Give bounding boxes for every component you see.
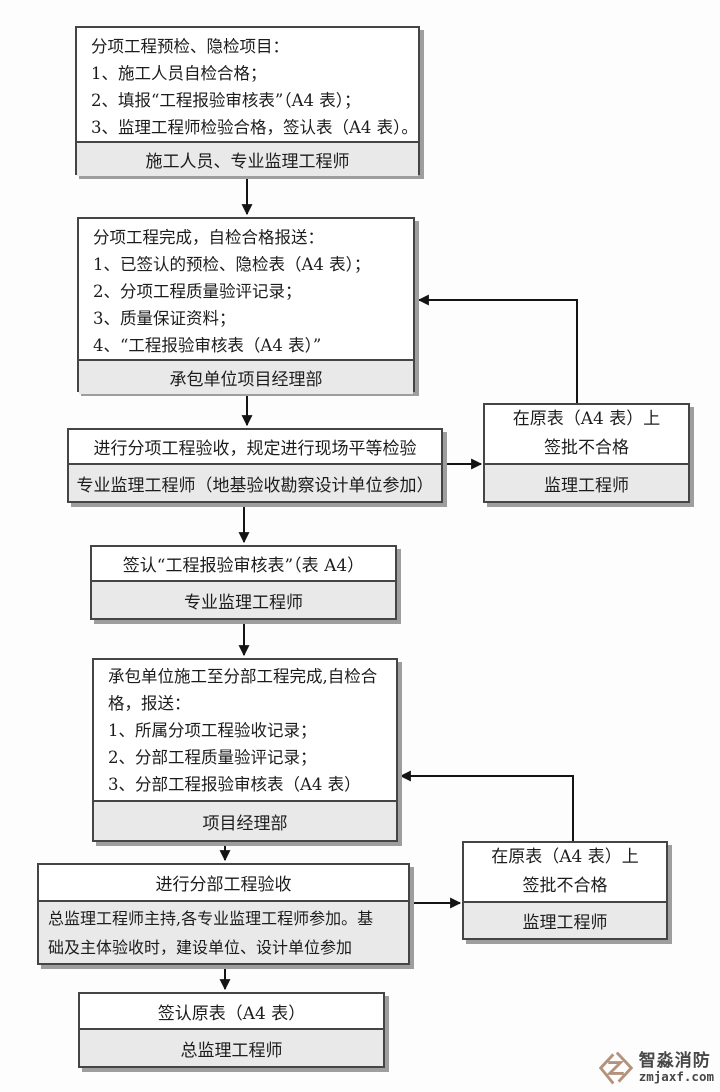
- step-subdivision-completion-submission: 承包单位施工至分部工程完成,自检合 格，报送： 1、所属分项工程验收记录； 2、…: [92, 658, 398, 842]
- text-line: 1、所属分项工程验收记录；: [108, 721, 317, 740]
- step-subdivision-acceptance: 进行分部工程验收 总监理工程师主持,各专业监理工程师参加。基 础及主体验收时，建…: [37, 863, 410, 965]
- responsible-party-bar: 施工人员、专业监理工程师: [77, 141, 418, 176]
- step-preinspection-items: 分项工程预检、隐检项目： 1、施工人员自检合格； 2、填报“工程报验审核表”（A…: [75, 26, 420, 176]
- text-line: 签批不合格: [522, 876, 608, 896]
- brand-name: 智淼消防: [638, 1050, 711, 1071]
- text-line: 4、“工程报验审核表（A4 表）”: [93, 336, 322, 355]
- step-subitem-acceptance: 进行分项工程验收，规定进行现场平等检验 专业监理工程师（地基验收勘察设计单位参加…: [67, 428, 443, 503]
- reject-sign-box-subitem: 在原表（A4 表）上 签批不合格 监理工程师: [483, 403, 690, 503]
- reject-sign-box-subdivision: 在原表（A4 表）上 签批不合格 监理工程师: [462, 841, 668, 940]
- text-line: 分项工程完成，自检合格报送：: [93, 228, 324, 247]
- text-line: 1、施工人员自检合格；: [91, 64, 267, 83]
- text-line: 3、分部工程报验审核表（A4 表）: [108, 775, 361, 794]
- feedback-r2-b5: [399, 770, 574, 841]
- box-body: 承包单位施工至分部工程完成,自检合 格，报送： 1、所属分项工程验收记录； 2、…: [94, 660, 396, 800]
- box-title: 签认原表（A4 表）: [80, 994, 383, 1028]
- text-line: 格，报送：: [108, 694, 191, 713]
- box-body: 分项工程完成，自检合格报送： 1、已签认的预检、隐检表（A4 表）； 2、分项工…: [79, 219, 413, 359]
- responsible-party-bar: 承包单位项目经理部: [79, 359, 413, 394]
- text-line: 2、分项工程质量验评记录；: [93, 282, 302, 301]
- step-sign-review-form: 签认“工程报验审核表”（表 A4） 专业监理工程师: [90, 545, 397, 620]
- text-line: 3、监理工程师检验合格，签认表（A4 表）。: [91, 118, 418, 137]
- text-line: 签批不合格: [544, 438, 629, 458]
- responsible-party-bar: 监理工程师: [485, 463, 688, 501]
- box-body: 在原表（A4 表）上 签批不合格: [464, 843, 666, 901]
- brand-watermark: 智淼消防 zmjaxf.com: [598, 1050, 714, 1086]
- text-line: 础及主体验收时，建设单位、设计单位参加: [48, 937, 353, 957]
- text-line: 3、质量保证资料；: [93, 309, 236, 328]
- text-line: 2、填报“工程报验审核表”（A4 表）；: [91, 91, 361, 110]
- text-line: 分项工程预检、隐检项目：: [91, 37, 289, 56]
- brand-site: zmjaxf.com: [638, 1069, 714, 1085]
- box-body: 分项工程预检、隐检项目： 1、施工人员自检合格； 2、填报“工程报验审核表”（A…: [77, 28, 418, 141]
- responsible-party-bar: 总监理工程师: [80, 1028, 383, 1066]
- text-line: 在原表（A4 表）上: [491, 847, 639, 867]
- box-title: 签认“工程报验审核表”（表 A4）: [92, 547, 395, 580]
- step-subitem-completion-submission: 分项工程完成，自检合格报送： 1、已签认的预检、隐检表（A4 表）； 2、分项工…: [77, 217, 415, 394]
- text-line: 在原表（A4 表）上: [512, 409, 661, 429]
- responsible-party-bar: 项目经理部: [94, 800, 396, 840]
- text-line: 承包单位施工至分部工程完成,自检合: [108, 667, 378, 686]
- responsible-party-bar: 总监理工程师主持,各专业监理工程师参加。基 础及主体验收时，建设单位、设计单位参…: [39, 900, 408, 963]
- text-line: 2、分部工程质量验评记录；: [108, 748, 317, 767]
- box-title: 进行分项工程验收，规定进行现场平等检验: [69, 430, 441, 463]
- step-sign-original-form: 签认原表（A4 表） 总监理工程师: [78, 992, 385, 1068]
- brand-text-block: 智淼消防 zmjaxf.com: [639, 1052, 714, 1084]
- text-line: 总监理工程师主持,各专业监理工程师参加。基: [48, 908, 374, 928]
- box-title: 进行分部工程验收: [39, 865, 408, 900]
- text-line: 1、已签认的预检、隐检表（A4 表）；: [93, 255, 371, 274]
- brand-logo-icon: [598, 1051, 634, 1085]
- feedback-r1-b2: [417, 294, 578, 403]
- responsible-party-bar: 专业监理工程师: [92, 580, 395, 618]
- box-body: 在原表（A4 表）上 签批不合格: [485, 405, 688, 463]
- responsible-party-bar: 监理工程师: [464, 901, 666, 938]
- responsible-party-bar: 专业监理工程师（地基验收勘察设计单位参加）: [69, 463, 441, 501]
